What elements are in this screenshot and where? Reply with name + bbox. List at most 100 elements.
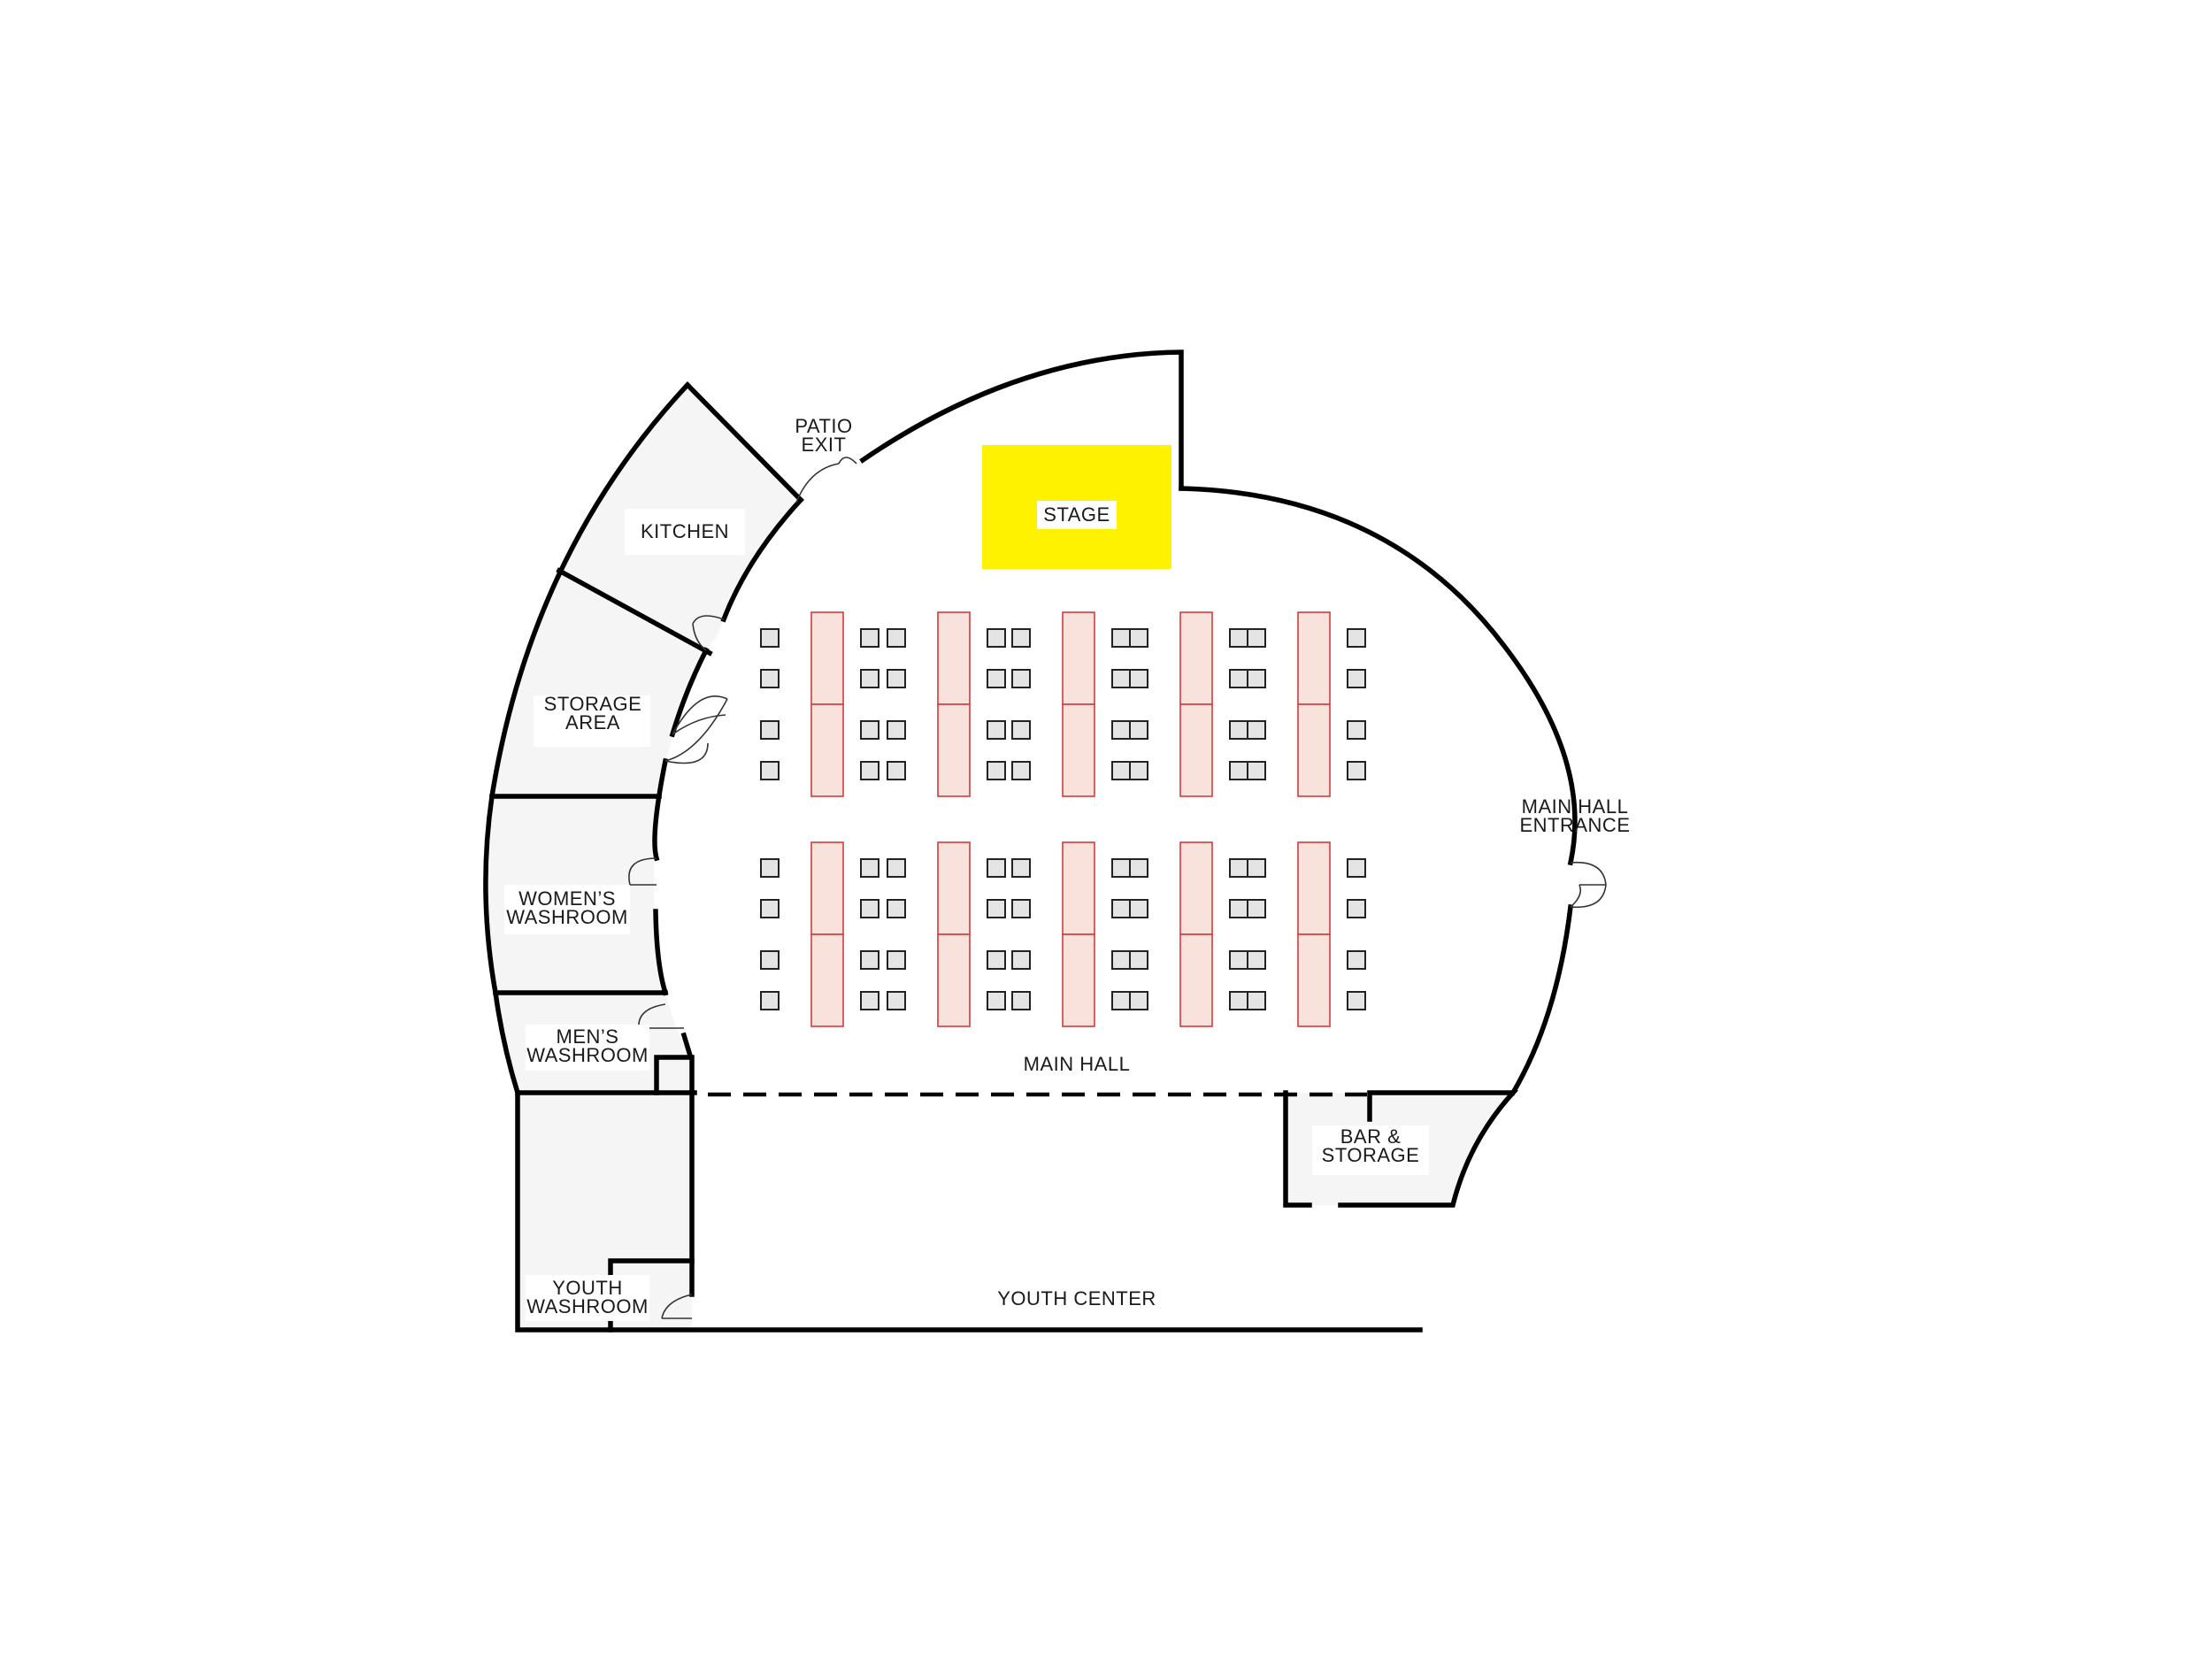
chair[interactable] [987, 858, 1006, 878]
chair[interactable] [1247, 991, 1266, 1010]
banquet-table[interactable] [1297, 841, 1331, 935]
chair[interactable] [1011, 950, 1031, 970]
banquet-table[interactable] [1179, 703, 1213, 797]
banquet-table[interactable] [810, 703, 844, 797]
chair[interactable] [1011, 899, 1031, 918]
chair[interactable] [1229, 858, 1248, 878]
chair[interactable] [1347, 899, 1366, 918]
chair[interactable] [1347, 858, 1366, 878]
chair[interactable] [1129, 761, 1148, 780]
chair[interactable] [1129, 720, 1148, 740]
chair[interactable] [887, 669, 906, 688]
chair[interactable] [1247, 899, 1266, 918]
chair[interactable] [760, 899, 780, 918]
chair[interactable] [1011, 669, 1031, 688]
chair[interactable] [760, 950, 780, 970]
chair[interactable] [987, 950, 1006, 970]
chair[interactable] [1111, 858, 1131, 878]
chair[interactable] [1129, 899, 1148, 918]
chair[interactable] [887, 761, 906, 780]
chair[interactable] [987, 720, 1006, 740]
chair[interactable] [1129, 991, 1148, 1010]
chair[interactable] [1111, 628, 1131, 648]
chair[interactable] [1011, 628, 1031, 648]
banquet-table[interactable] [1062, 841, 1095, 935]
banquet-table[interactable] [1179, 841, 1213, 935]
banquet-table[interactable] [810, 611, 844, 705]
chair[interactable] [1129, 628, 1148, 648]
chair[interactable] [1347, 720, 1366, 740]
banquet-table[interactable] [1062, 611, 1095, 705]
chair[interactable] [887, 720, 906, 740]
chair[interactable] [860, 628, 879, 648]
banquet-table[interactable] [1297, 703, 1331, 797]
banquet-table[interactable] [937, 933, 971, 1027]
chair[interactable] [1111, 950, 1131, 970]
banquet-table[interactable] [937, 703, 971, 797]
chair[interactable] [1011, 858, 1031, 878]
chair[interactable] [887, 950, 906, 970]
chair[interactable] [1247, 950, 1266, 970]
banquet-table[interactable] [937, 841, 971, 935]
banquet-table[interactable] [1062, 933, 1095, 1027]
banquet-table[interactable] [1297, 933, 1331, 1027]
chair[interactable] [1111, 899, 1131, 918]
banquet-table[interactable] [810, 841, 844, 935]
chair[interactable] [987, 669, 1006, 688]
chair[interactable] [1229, 950, 1248, 970]
banquet-table[interactable] [1297, 611, 1331, 705]
chair[interactable] [887, 628, 906, 648]
chair[interactable] [1229, 899, 1248, 918]
chair[interactable] [1011, 761, 1031, 780]
chair[interactable] [1229, 669, 1248, 688]
chair[interactable] [1247, 858, 1266, 878]
chair[interactable] [1129, 858, 1148, 878]
chair[interactable] [760, 669, 780, 688]
chair[interactable] [860, 720, 879, 740]
chair[interactable] [860, 761, 879, 780]
chair[interactable] [1111, 669, 1131, 688]
chair[interactable] [1247, 761, 1266, 780]
chair[interactable] [1229, 720, 1248, 740]
chair[interactable] [860, 858, 879, 878]
chair[interactable] [1129, 669, 1148, 688]
chair[interactable] [1229, 991, 1248, 1010]
chair[interactable] [987, 761, 1006, 780]
chair[interactable] [860, 991, 879, 1010]
chair[interactable] [1247, 720, 1266, 740]
chair[interactable] [1111, 720, 1131, 740]
chair[interactable] [760, 858, 780, 878]
chair[interactable] [1129, 950, 1148, 970]
chair[interactable] [1229, 761, 1248, 780]
chair[interactable] [1247, 669, 1266, 688]
banquet-table[interactable] [1179, 933, 1213, 1027]
chair[interactable] [1011, 991, 1031, 1010]
chair[interactable] [887, 899, 906, 918]
banquet-table[interactable] [1179, 611, 1213, 705]
chair[interactable] [860, 899, 879, 918]
chair[interactable] [987, 628, 1006, 648]
chair[interactable] [1229, 628, 1248, 648]
banquet-table[interactable] [937, 611, 971, 705]
chair[interactable] [987, 899, 1006, 918]
chair[interactable] [760, 720, 780, 740]
banquet-table[interactable] [1062, 703, 1095, 797]
banquet-table[interactable] [810, 933, 844, 1027]
chair[interactable] [1011, 720, 1031, 740]
chair[interactable] [860, 669, 879, 688]
chair[interactable] [887, 991, 906, 1010]
chair[interactable] [760, 628, 780, 648]
chair[interactable] [1347, 950, 1366, 970]
chair[interactable] [760, 761, 780, 780]
chair[interactable] [987, 991, 1006, 1010]
chair[interactable] [1347, 991, 1366, 1010]
chair[interactable] [887, 858, 906, 878]
chair[interactable] [1347, 669, 1366, 688]
chair[interactable] [1347, 761, 1366, 780]
chair[interactable] [860, 950, 879, 970]
chair[interactable] [1111, 991, 1131, 1010]
chair[interactable] [760, 991, 780, 1010]
chair[interactable] [1111, 761, 1131, 780]
chair[interactable] [1347, 628, 1366, 648]
chair[interactable] [1247, 628, 1266, 648]
